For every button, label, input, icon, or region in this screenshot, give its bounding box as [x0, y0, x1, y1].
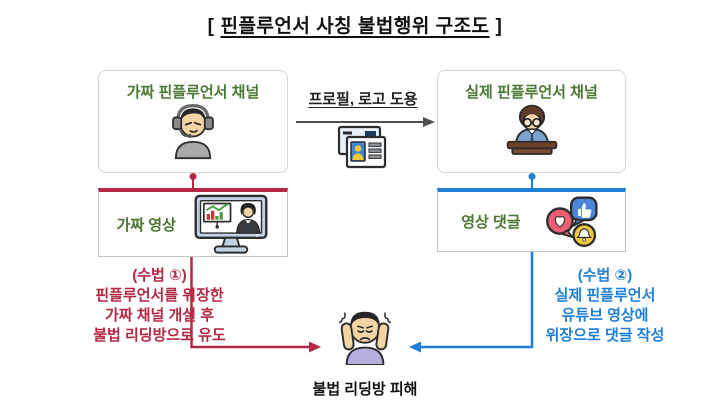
node-fake-video: 가짜 영상 [98, 188, 288, 257]
method1-text: (수법 ①) 핀플루언서를 위장한 가짜 채널 개설 후 불법 리딩방으로 유도 [52, 266, 267, 346]
blue-stub-connector [528, 173, 536, 189]
node-video-comment: 영상 댓글 [437, 188, 626, 252]
red-stub-connector [189, 173, 197, 189]
node-victim: 불법 리딩방 피해 [280, 303, 450, 399]
method1-line: 가짜 채널 개설 후 [104, 307, 215, 324]
method1-line: 불법 리딩방으로 유도 [93, 327, 226, 344]
node-fake-channel: 가짜 핀플루언서 채널 [98, 70, 288, 173]
edge-label-profile-logo-theft: 프로필, 로고 도용 [308, 91, 418, 108]
title-bracket-open: [ [207, 16, 215, 37]
node-real-channel: 실제 핀플루언서 채널 [437, 70, 626, 173]
fake-channel-label: 가짜 핀플루언서 채널 [126, 84, 260, 101]
method1-line: (수법 ①) [132, 267, 187, 284]
method1-line: 핀플루언서를 위장한 [95, 287, 224, 304]
real-channel-label: 실제 핀플루언서 채널 [465, 84, 598, 101]
title-text: 핀플루언서 사칭 불법행위 구조도 [220, 16, 490, 37]
page-title: [핀플루언서 사칭 불법행위 구조도] [0, 11, 710, 38]
id-cards-icon [334, 125, 392, 176]
method2-line: (수법 ②) [577, 267, 633, 284]
method2-line: 실제 핀플루언서 [554, 287, 656, 304]
headset-person-icon [172, 104, 214, 160]
video-comment-label: 영상 댓글 [461, 214, 521, 231]
victim-label: 불법 리딩방 피해 [312, 381, 418, 398]
title-bracket-close: ] [495, 16, 503, 37]
fake-video-label: 가짜 영상 [116, 216, 176, 234]
method2-line: 유튜브 영상에 [561, 307, 649, 324]
distressed-person-icon [339, 311, 391, 366]
monitor-presentation-icon [194, 194, 268, 254]
method2-text: (수법 ②) 실제 핀플루언서 유튜브 영상에 위장으로 댓글 작성 [500, 266, 710, 346]
method2-line: 위장으로 댓글 작성 [545, 327, 665, 344]
desk-person-icon [506, 104, 557, 155]
reaction-bubbles-icon [545, 196, 598, 247]
